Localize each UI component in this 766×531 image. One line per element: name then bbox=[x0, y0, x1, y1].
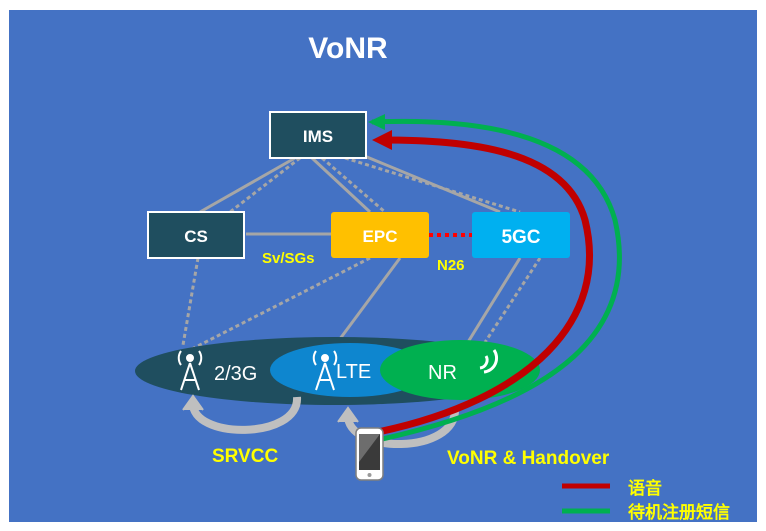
interface-lines bbox=[181, 148, 542, 356]
tower-icon bbox=[312, 350, 338, 391]
legend-voice-label: 语音 bbox=[628, 478, 662, 498]
voice-path-arrowhead bbox=[372, 130, 392, 150]
radio-lte-label: LTE bbox=[336, 361, 371, 383]
srvcc-caption: SRVCC bbox=[212, 446, 278, 467]
diagram-title: VoNR bbox=[308, 32, 388, 65]
cs-label: CS bbox=[184, 227, 208, 246]
vonr-handover-caption: VoNR & Handover bbox=[447, 448, 610, 469]
radio-nr-label: NR bbox=[428, 362, 457, 384]
fivegc-node: 5GC bbox=[472, 212, 570, 258]
tower-icon bbox=[177, 350, 203, 391]
legend: 语音 待机注册短信 bbox=[562, 478, 730, 522]
sv-sgs-label: Sv/SGs bbox=[262, 250, 315, 267]
legend-idle-label: 待机注册短信 bbox=[628, 502, 730, 522]
fivegc-label: 5GC bbox=[501, 227, 540, 248]
idle-registration-sms-path bbox=[371, 118, 622, 443]
radio-2g3g-label: 2/3G bbox=[214, 363, 257, 385]
voice-path bbox=[377, 136, 593, 436]
cs-node: CS bbox=[147, 211, 245, 259]
n26-label: N26 bbox=[437, 257, 465, 274]
ims-node: IMS bbox=[269, 111, 367, 159]
phone-icon bbox=[355, 427, 384, 481]
wifi-signal-icon bbox=[479, 349, 499, 374]
coverage-nr bbox=[380, 340, 540, 400]
epc-node: EPC bbox=[331, 212, 429, 258]
idle-path-arrowhead bbox=[368, 114, 385, 130]
ims-label: IMS bbox=[303, 127, 333, 146]
epc-label: EPC bbox=[363, 227, 398, 246]
